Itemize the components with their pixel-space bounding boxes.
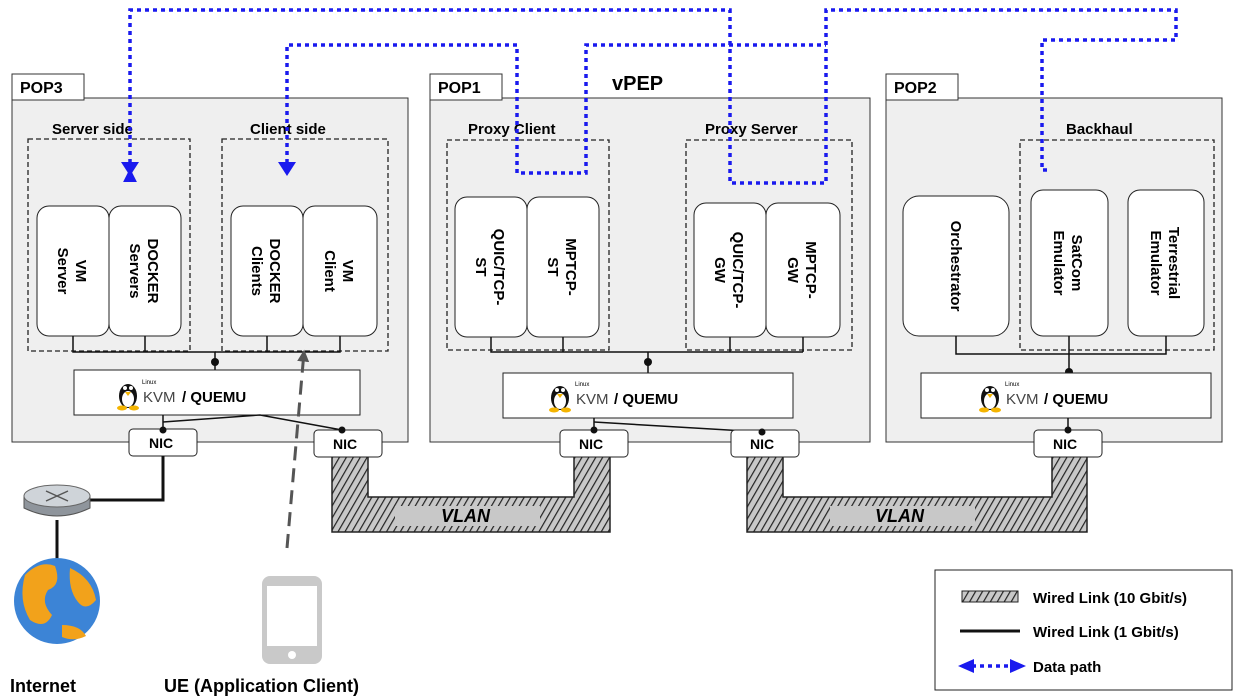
quic-tcp-st-box: QUIC/TCP-ST [472,229,507,306]
mptcp-st-box: MPTCP-ST [544,238,579,296]
svg-text:NIC: NIC [1053,436,1077,452]
legend-wired-1g: Wired Link (1 Gbit/s) [1033,624,1179,641]
smartphone-icon [262,576,322,664]
svg-text:/ QUEMU: / QUEMU [182,389,246,406]
svg-text:NIC: NIC [579,436,603,452]
internet-label: Internet [10,676,76,696]
svg-text:NIC: NIC [750,436,774,452]
pop1-hypervisor: Linux KVM / QUEMU [502,372,794,419]
vlan-link-2: VLAN [746,454,1088,533]
backhaul-group [1019,139,1215,351]
proxy-server-group [685,139,853,351]
proxy-client-group [446,139,610,351]
pop2-label: POP2 [894,80,937,97]
pop3-label: POP3 [20,80,63,97]
ue-wireless-link [285,349,310,549]
server-side-label: Server side [52,121,133,138]
satcom-emulator-box: SatComEmulator [1050,230,1085,295]
vm-server-box: VMServer [54,248,89,295]
docker-servers-box: DOCKERServers [126,238,161,303]
svg-text:Linux: Linux [1005,382,1019,388]
pop3-nic-2: NIC [313,429,383,458]
proxy-client-label: Proxy Client [468,121,556,138]
svg-text:Linux: Linux [575,382,589,388]
internet-globe-icon [14,558,100,644]
orchestrator-box: Orchestrator [947,221,964,312]
kvm-logo: KVM [1006,391,1039,408]
vlan-link-1: VLAN [331,454,611,533]
mptcp-gw-box: MPTCP-GW [784,241,819,299]
svg-text:NIC: NIC [333,436,357,452]
vlan-1-label: VLAN [441,506,491,526]
pop1-nic-1: NIC [559,429,629,458]
data-path [123,8,1178,185]
diagram-title: vPEP [612,73,663,95]
proxy-server-label: Proxy Server [705,121,798,138]
kvm-logo: KVM [576,391,609,408]
docker-clients-box: DOCKERClients [248,238,283,303]
data-path-arrow [121,162,139,176]
terrestrial-emulator-box: TerrestrialEmulator [1147,227,1182,299]
svg-text:/ QUEMU: / QUEMU [1044,391,1108,408]
kvm-logo: KVM [143,389,176,406]
server-side-group [27,138,191,352]
vlan-2-label: VLAN [875,506,925,526]
quic-tcp-gw-box: QUIC/TCP-GW [711,232,746,309]
vm-client-box: VMClient [321,250,356,292]
pop1-nic-2: NIC [730,429,800,458]
data-path-arrow [278,162,296,176]
svg-text:NIC: NIC [149,435,173,451]
pop1-label: POP1 [438,80,481,97]
legend-data-path: Data path [1033,659,1101,676]
pop2-bus [955,336,1167,373]
svg-text:/ QUEMU: / QUEMU [614,391,678,408]
pop3-hypervisor: Linux KVM / QUEMU [73,369,361,416]
ue-label: UE (Application Client) [164,676,359,696]
legend-wired-10g: Wired Link (10 Gbit/s) [1033,590,1187,607]
router-icon [23,484,91,517]
pop2-hypervisor: Linux KVM / QUEMU [920,372,1212,419]
legend: Wired Link (10 Gbit/s) Wired Link (1 Gbi… [934,569,1233,691]
svg-text:Linux: Linux [142,380,156,386]
backhaul-label: Backhaul [1066,121,1133,138]
pop2-nic: NIC [1033,429,1103,458]
